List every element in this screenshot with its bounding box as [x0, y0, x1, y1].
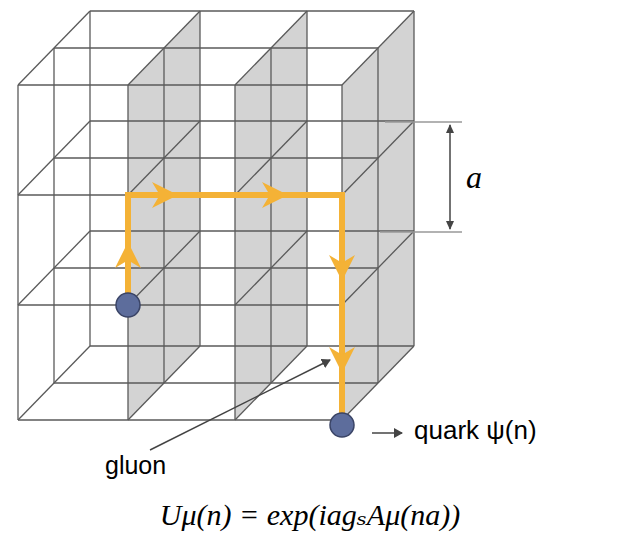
lattice-line	[18, 346, 90, 420]
lattice-line	[234, 85, 235, 420]
lattice-line	[90, 10, 414, 11]
link-arrowhead	[262, 182, 288, 208]
gluon-path	[115, 182, 355, 413]
shaded-plane	[128, 11, 200, 420]
lattice-line	[163, 48, 164, 383]
dimension-label: a	[466, 160, 482, 195]
shaded-plane	[235, 11, 307, 420]
quark-label: quark ψ(n)	[414, 416, 537, 445]
lattice-line	[306, 11, 307, 346]
lattice-line	[18, 231, 90, 305]
lattice-line	[18, 304, 342, 305]
lattice-line	[53, 48, 54, 383]
lattice-line	[128, 346, 200, 420]
link-arrowhead	[329, 347, 355, 373]
link-arrowhead	[329, 255, 355, 281]
lattice-line	[89, 11, 90, 346]
lattice-line	[17, 85, 18, 420]
link-arrowhead	[115, 242, 141, 268]
lattice-line	[235, 346, 307, 420]
lattice-line	[235, 11, 307, 85]
lattice-line	[128, 11, 200, 85]
lattice-line	[342, 231, 414, 305]
lattice-line	[90, 120, 414, 121]
lattice-line	[18, 84, 342, 85]
shaded-plane	[342, 11, 414, 420]
gluon-label: gluon	[105, 452, 166, 480]
lattice-line	[342, 121, 414, 195]
lattice-line	[54, 47, 378, 48]
lattice-line	[54, 267, 378, 268]
dimension-tick	[385, 121, 462, 123]
shaded-planes	[128, 11, 414, 420]
lattice-line	[90, 345, 414, 346]
lattice-line	[270, 48, 271, 383]
quark-dot	[330, 413, 354, 437]
lattice-line	[18, 419, 342, 420]
link-arrowhead	[329, 255, 355, 281]
lattice-line	[199, 11, 200, 346]
lattice-line	[413, 11, 414, 346]
link-arrowhead	[152, 182, 178, 208]
lattice-line	[342, 11, 414, 85]
lattice-line	[128, 121, 200, 195]
lattice-line	[235, 231, 307, 305]
link-path	[128, 195, 342, 413]
lattice-line	[90, 230, 414, 231]
dimension-tick	[380, 231, 462, 233]
lattice-line	[235, 121, 307, 195]
quark-dot	[116, 293, 140, 317]
link-formula: Uμ(n) = exp(iagₛAμ(na))	[160, 498, 460, 531]
lattice-line	[128, 231, 200, 305]
lattice-line	[18, 11, 90, 85]
lattice-line	[54, 382, 378, 383]
dimension-arrow	[449, 125, 451, 229]
link-arrowhead	[152, 182, 178, 208]
link-arrowhead	[115, 242, 141, 268]
lattice-grid	[18, 11, 414, 420]
link-arrowhead	[329, 347, 355, 373]
lattice-line	[18, 121, 90, 195]
lattice-line	[342, 346, 414, 420]
leader-line	[372, 432, 402, 434]
lattice-line	[377, 48, 378, 383]
link-arrowhead	[262, 182, 288, 208]
lattice-line	[54, 157, 378, 158]
leader-line	[150, 360, 330, 450]
